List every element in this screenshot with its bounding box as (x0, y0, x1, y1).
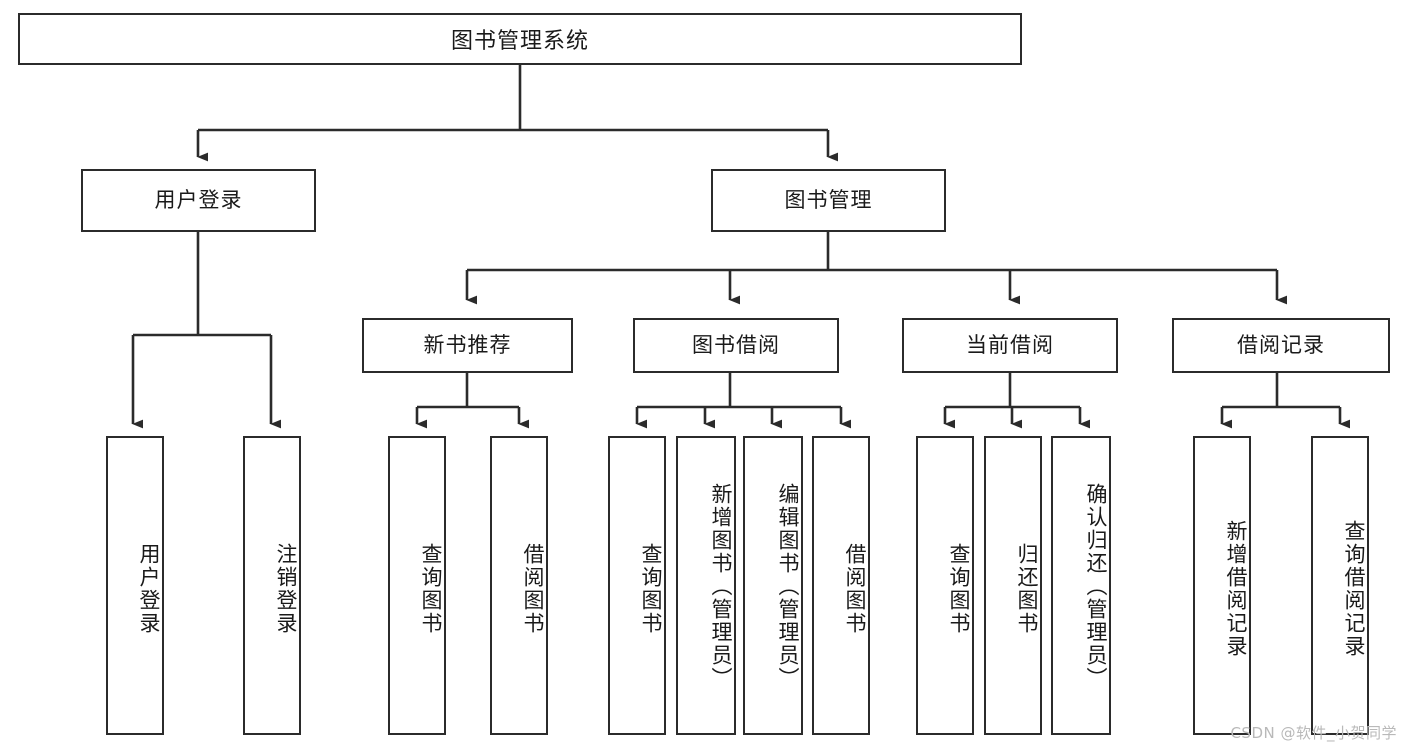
node-book-borrow[interactable]: 图书借阅 (633, 318, 839, 373)
leaf-edit-book[interactable]: 编辑图书（管理员） (743, 436, 803, 735)
leaf-add-book[interactable]: 新增图书（管理员） (676, 436, 736, 735)
leaf-user-login-label: 用户登录 (137, 542, 161, 635)
leaf-borrow-book-2[interactable]: 借阅图书 (812, 436, 870, 735)
leaf-query-book-2-label: 查询图书 (639, 542, 663, 635)
node-book-management[interactable]: 图书管理 (711, 169, 946, 232)
leaf-return-book[interactable]: 归还图书 (984, 436, 1042, 735)
leaf-edit-book-label: 编辑图书（管理员） (776, 483, 800, 690)
leaf-user-logout[interactable]: 注销登录 (243, 436, 301, 735)
leaf-add-book-label: 新增图书（管理员） (709, 483, 733, 690)
node-user-login[interactable]: 用户登录 (81, 169, 316, 232)
node-book-management-label: 图书管理 (784, 187, 873, 212)
node-user-login-label: 用户登录 (154, 187, 243, 212)
leaf-borrow-book-2-label: 借阅图书 (843, 542, 867, 635)
leaf-query-record-label: 查询借阅记录 (1342, 519, 1366, 658)
node-book-borrow-label: 图书借阅 (692, 332, 780, 357)
leaf-query-book-2[interactable]: 查询图书 (608, 436, 666, 735)
leaf-query-book-1-label: 查询图书 (419, 542, 443, 635)
node-new-book-recommend[interactable]: 新书推荐 (362, 318, 573, 373)
leaf-add-record-label: 新增借阅记录 (1224, 519, 1248, 658)
leaf-query-book-1[interactable]: 查询图书 (388, 436, 446, 735)
node-borrow-record-label: 借阅记录 (1237, 332, 1325, 357)
watermark: CSDN @软件_小贺同学 (1230, 724, 1397, 742)
node-current-borrow[interactable]: 当前借阅 (902, 318, 1118, 373)
node-new-book-recommend-label: 新书推荐 (423, 332, 512, 357)
leaf-query-record[interactable]: 查询借阅记录 (1311, 436, 1369, 735)
leaf-confirm-return[interactable]: 确认归还（管理员） (1051, 436, 1111, 735)
node-current-borrow-label: 当前借阅 (966, 332, 1054, 357)
leaf-user-logout-label: 注销登录 (274, 542, 298, 635)
leaf-query-book-3-label: 查询图书 (947, 542, 971, 635)
node-root[interactable]: 图书管理系统 (18, 13, 1022, 65)
leaf-confirm-return-label: 确认归还（管理员） (1084, 483, 1108, 690)
leaf-query-book-3[interactable]: 查询图书 (916, 436, 974, 735)
node-borrow-record[interactable]: 借阅记录 (1172, 318, 1390, 373)
leaf-borrow-book-1-label: 借阅图书 (521, 542, 545, 635)
node-root-label: 图书管理系统 (450, 29, 589, 54)
leaf-borrow-book-1[interactable]: 借阅图书 (490, 436, 548, 735)
leaf-return-book-label: 归还图书 (1015, 542, 1039, 635)
leaf-add-record[interactable]: 新增借阅记录 (1193, 436, 1251, 735)
leaf-user-login[interactable]: 用户登录 (106, 436, 164, 735)
